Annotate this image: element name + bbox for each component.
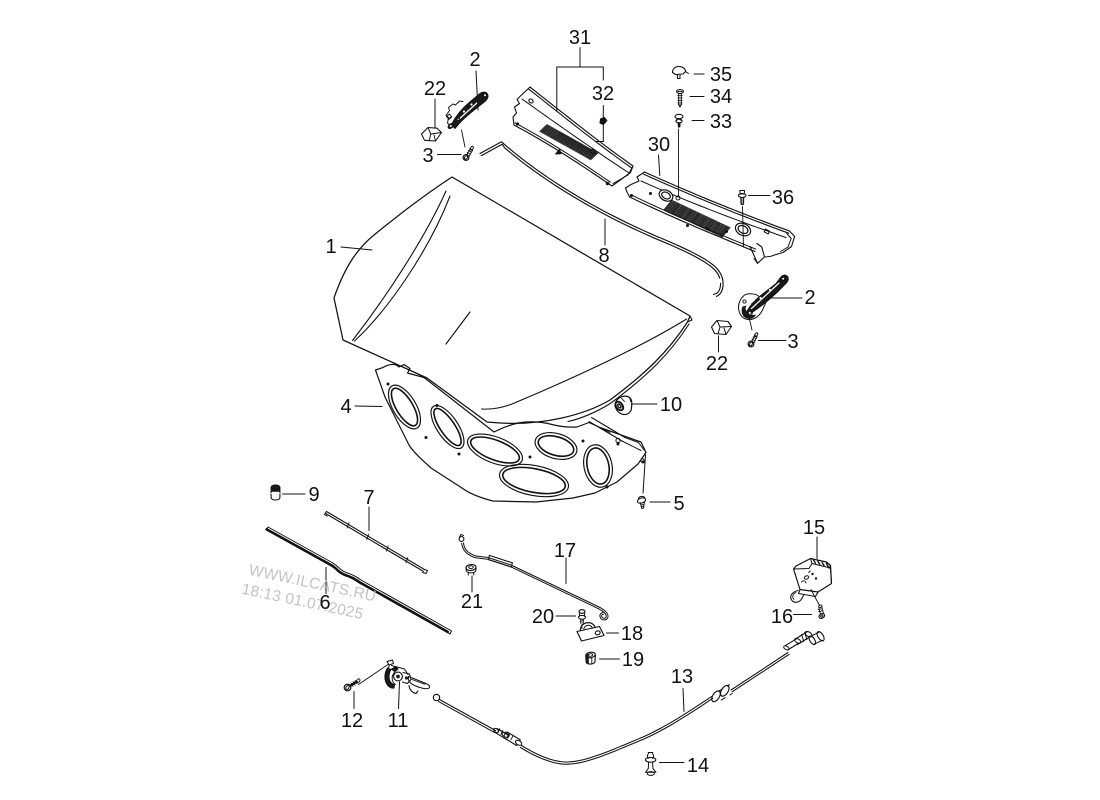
svg-text:18: 18 (621, 623, 643, 645)
svg-text:9: 9 (308, 484, 319, 506)
svg-text:20: 20 (532, 606, 554, 628)
svg-text:2: 2 (804, 287, 815, 309)
svg-text:17: 17 (554, 540, 576, 562)
svg-text:11: 11 (388, 710, 409, 732)
svg-text:8: 8 (598, 245, 609, 267)
svg-text:10: 10 (660, 394, 682, 416)
svg-text:4: 4 (340, 396, 351, 418)
svg-text:7: 7 (363, 487, 374, 509)
svg-text:36: 36 (772, 187, 794, 209)
svg-text:22: 22 (424, 78, 446, 100)
svg-text:2: 2 (469, 49, 480, 71)
svg-text:13: 13 (671, 666, 693, 688)
svg-text:31: 31 (569, 27, 591, 49)
svg-text:3: 3 (422, 145, 433, 167)
svg-text:21: 21 (461, 591, 483, 613)
svg-text:35: 35 (710, 64, 732, 86)
svg-text:3: 3 (787, 331, 798, 353)
svg-text:5: 5 (673, 493, 684, 515)
svg-text:34: 34 (710, 86, 732, 108)
svg-text:15: 15 (803, 517, 825, 539)
svg-text:19: 19 (622, 649, 644, 671)
svg-text:1: 1 (325, 236, 336, 258)
svg-text:12: 12 (341, 710, 363, 732)
svg-text:33: 33 (710, 111, 732, 133)
svg-text:16: 16 (771, 606, 793, 628)
svg-text:32: 32 (592, 83, 614, 105)
svg-text:6: 6 (319, 592, 330, 614)
svg-text:14: 14 (687, 755, 709, 777)
svg-text:30: 30 (648, 134, 670, 156)
svg-text:22: 22 (706, 353, 728, 375)
